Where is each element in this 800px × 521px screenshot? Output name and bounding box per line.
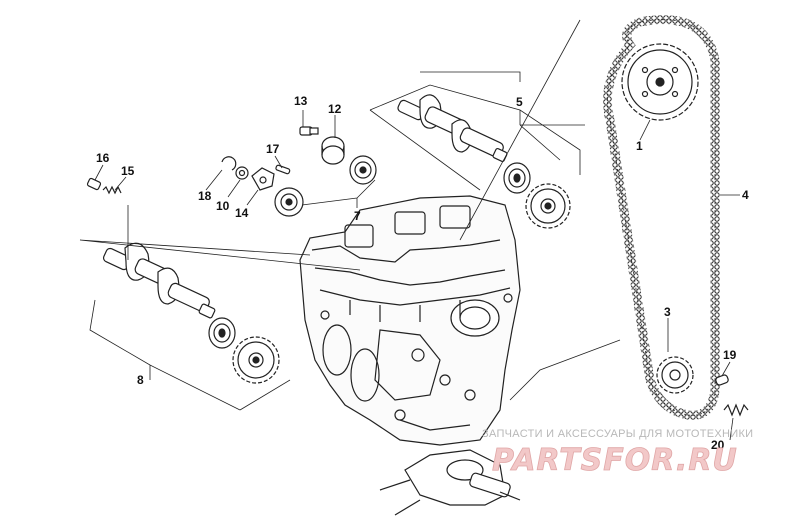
callout-7: 7 — [354, 209, 361, 223]
camshaft-bearing-right — [503, 162, 531, 194]
exhaust-camshaft — [102, 242, 216, 319]
bolt-13 — [299, 126, 319, 136]
timing-chain — [603, 15, 720, 420]
callout-3: 3 — [664, 305, 671, 319]
watermark-brand: PARTSFOR.RU — [492, 443, 738, 478]
bearing-lower — [274, 187, 304, 217]
tensioner-14 — [251, 167, 275, 191]
callout-18: 18 — [198, 189, 212, 203]
washer-10 — [235, 166, 249, 180]
camshaft-sprocket-right — [525, 183, 571, 229]
callout-15: 15 — [121, 164, 135, 178]
camshaft-sprocket-left — [232, 336, 280, 384]
camshaft-bearing-left — [208, 317, 236, 349]
leader-lines-long — [459, 19, 621, 401]
leader-lines — [79, 71, 740, 441]
callout-10: 10 — [216, 199, 230, 213]
clip-18 — [221, 156, 237, 171]
pin-17 — [275, 164, 291, 175]
callout-14: 14 — [235, 206, 249, 220]
spring-15 — [102, 185, 122, 195]
key-19 — [715, 374, 729, 386]
callout-17: 17 — [266, 142, 280, 156]
watermark-tagline: ЗАПЧАСТИ И АКСЕССУАРЫ ДЛЯ МОТОТЕХНИКИ — [482, 428, 753, 440]
callout-5: 5 — [516, 95, 523, 109]
callout-labels: 1 3 4 5 7 8 10 12 13 14 15 16 17 18 19 2… — [96, 94, 749, 452]
callout-12: 12 — [328, 102, 342, 116]
crank-sprocket-3 — [656, 356, 694, 394]
callout-8: 8 — [137, 373, 144, 387]
callout-4: 4 — [742, 188, 749, 202]
cylinder-head — [299, 195, 521, 446]
watermark: ЗАПЧАСТИ И АКСЕССУАРЫ ДЛЯ МОТОТЕХНИКИ PA… — [482, 428, 753, 478]
callout-16: 16 — [96, 151, 110, 165]
cap-12 — [321, 136, 345, 165]
bearing-upper — [349, 155, 377, 185]
callout-1: 1 — [636, 139, 643, 153]
callout-20: 20 — [711, 438, 725, 452]
cam-sprocket-1 — [621, 43, 699, 121]
intake-camshaft — [397, 94, 508, 163]
crankshaft-lower — [379, 449, 521, 516]
callout-19: 19 — [723, 348, 737, 362]
valve-16 — [86, 177, 102, 191]
spring-20 — [723, 403, 749, 417]
callout-13: 13 — [294, 94, 308, 108]
